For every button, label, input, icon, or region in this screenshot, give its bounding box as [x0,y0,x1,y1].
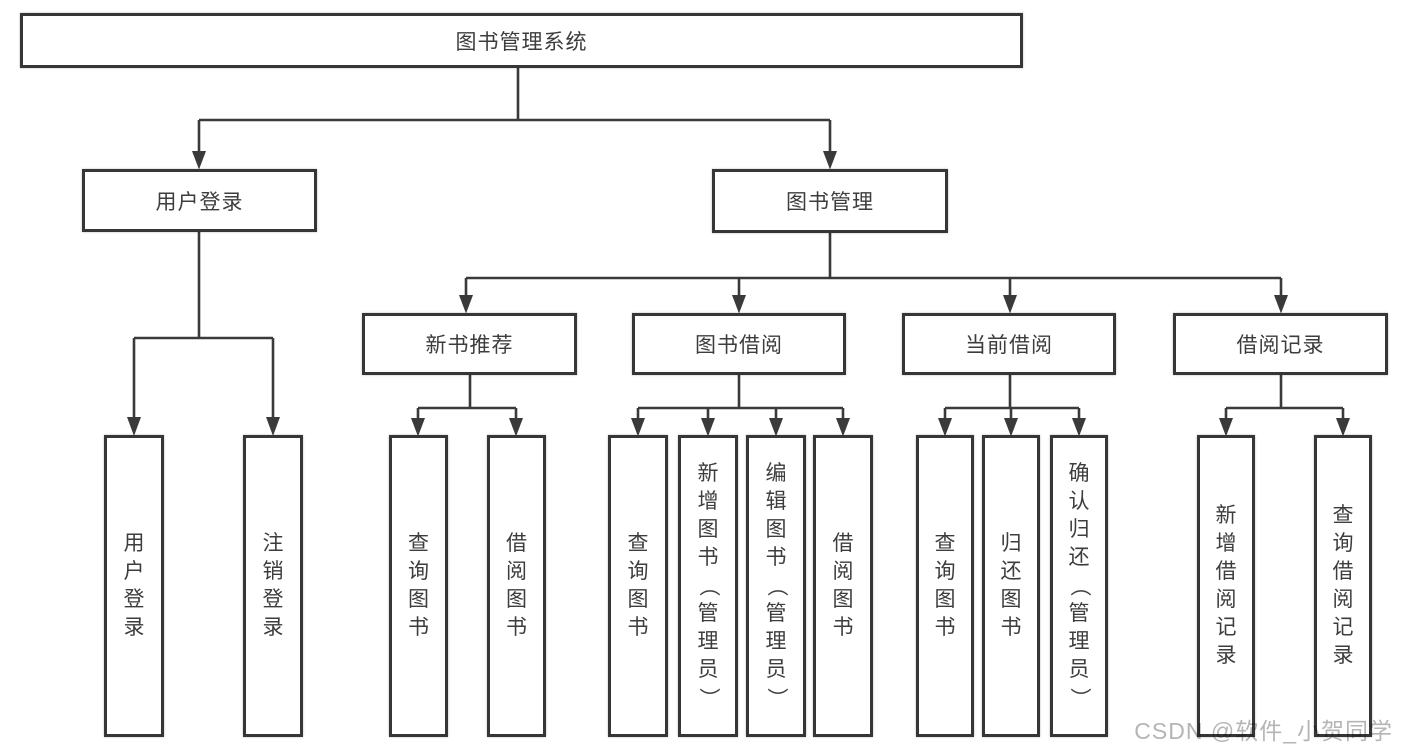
csdn-watermark: CSDN @软件_小贺同学 [1134,718,1393,744]
leaf-borrow-books: 借阅图书 [813,435,873,737]
leaf-query-books-recommend: 查询图书 [389,435,448,737]
leaf-query-borrow-record: 查询借阅记录 [1314,435,1372,737]
leaf-borrow-books-recommend: 借阅图书 [487,435,546,737]
leaf-add-books-admin: 新增图书（管理员） [678,435,738,737]
leaf-query-books-borrow: 查询图书 [608,435,668,737]
node-book-management: 图书管理 [712,169,948,233]
node-user-login: 用户登录 [82,169,317,232]
node-current-borrow: 当前借阅 [902,313,1116,375]
leaf-logout: 注销登录 [243,435,303,737]
node-root: 图书管理系统 [20,13,1023,68]
leaf-query-books-current: 查询图书 [916,435,974,737]
leaf-add-borrow-record: 新增借阅记录 [1197,435,1255,737]
leaf-return-books: 归还图书 [982,435,1040,737]
leaf-confirm-return-admin: 确认归还（管理员） [1050,435,1108,737]
node-book-borrow: 图书借阅 [632,313,846,375]
node-new-book-recommend: 新书推荐 [362,313,577,375]
node-borrow-record: 借阅记录 [1173,313,1388,375]
leaf-user-login: 用户登录 [104,435,164,737]
leaf-edit-books-admin: 编辑图书（管理员） [746,435,806,737]
